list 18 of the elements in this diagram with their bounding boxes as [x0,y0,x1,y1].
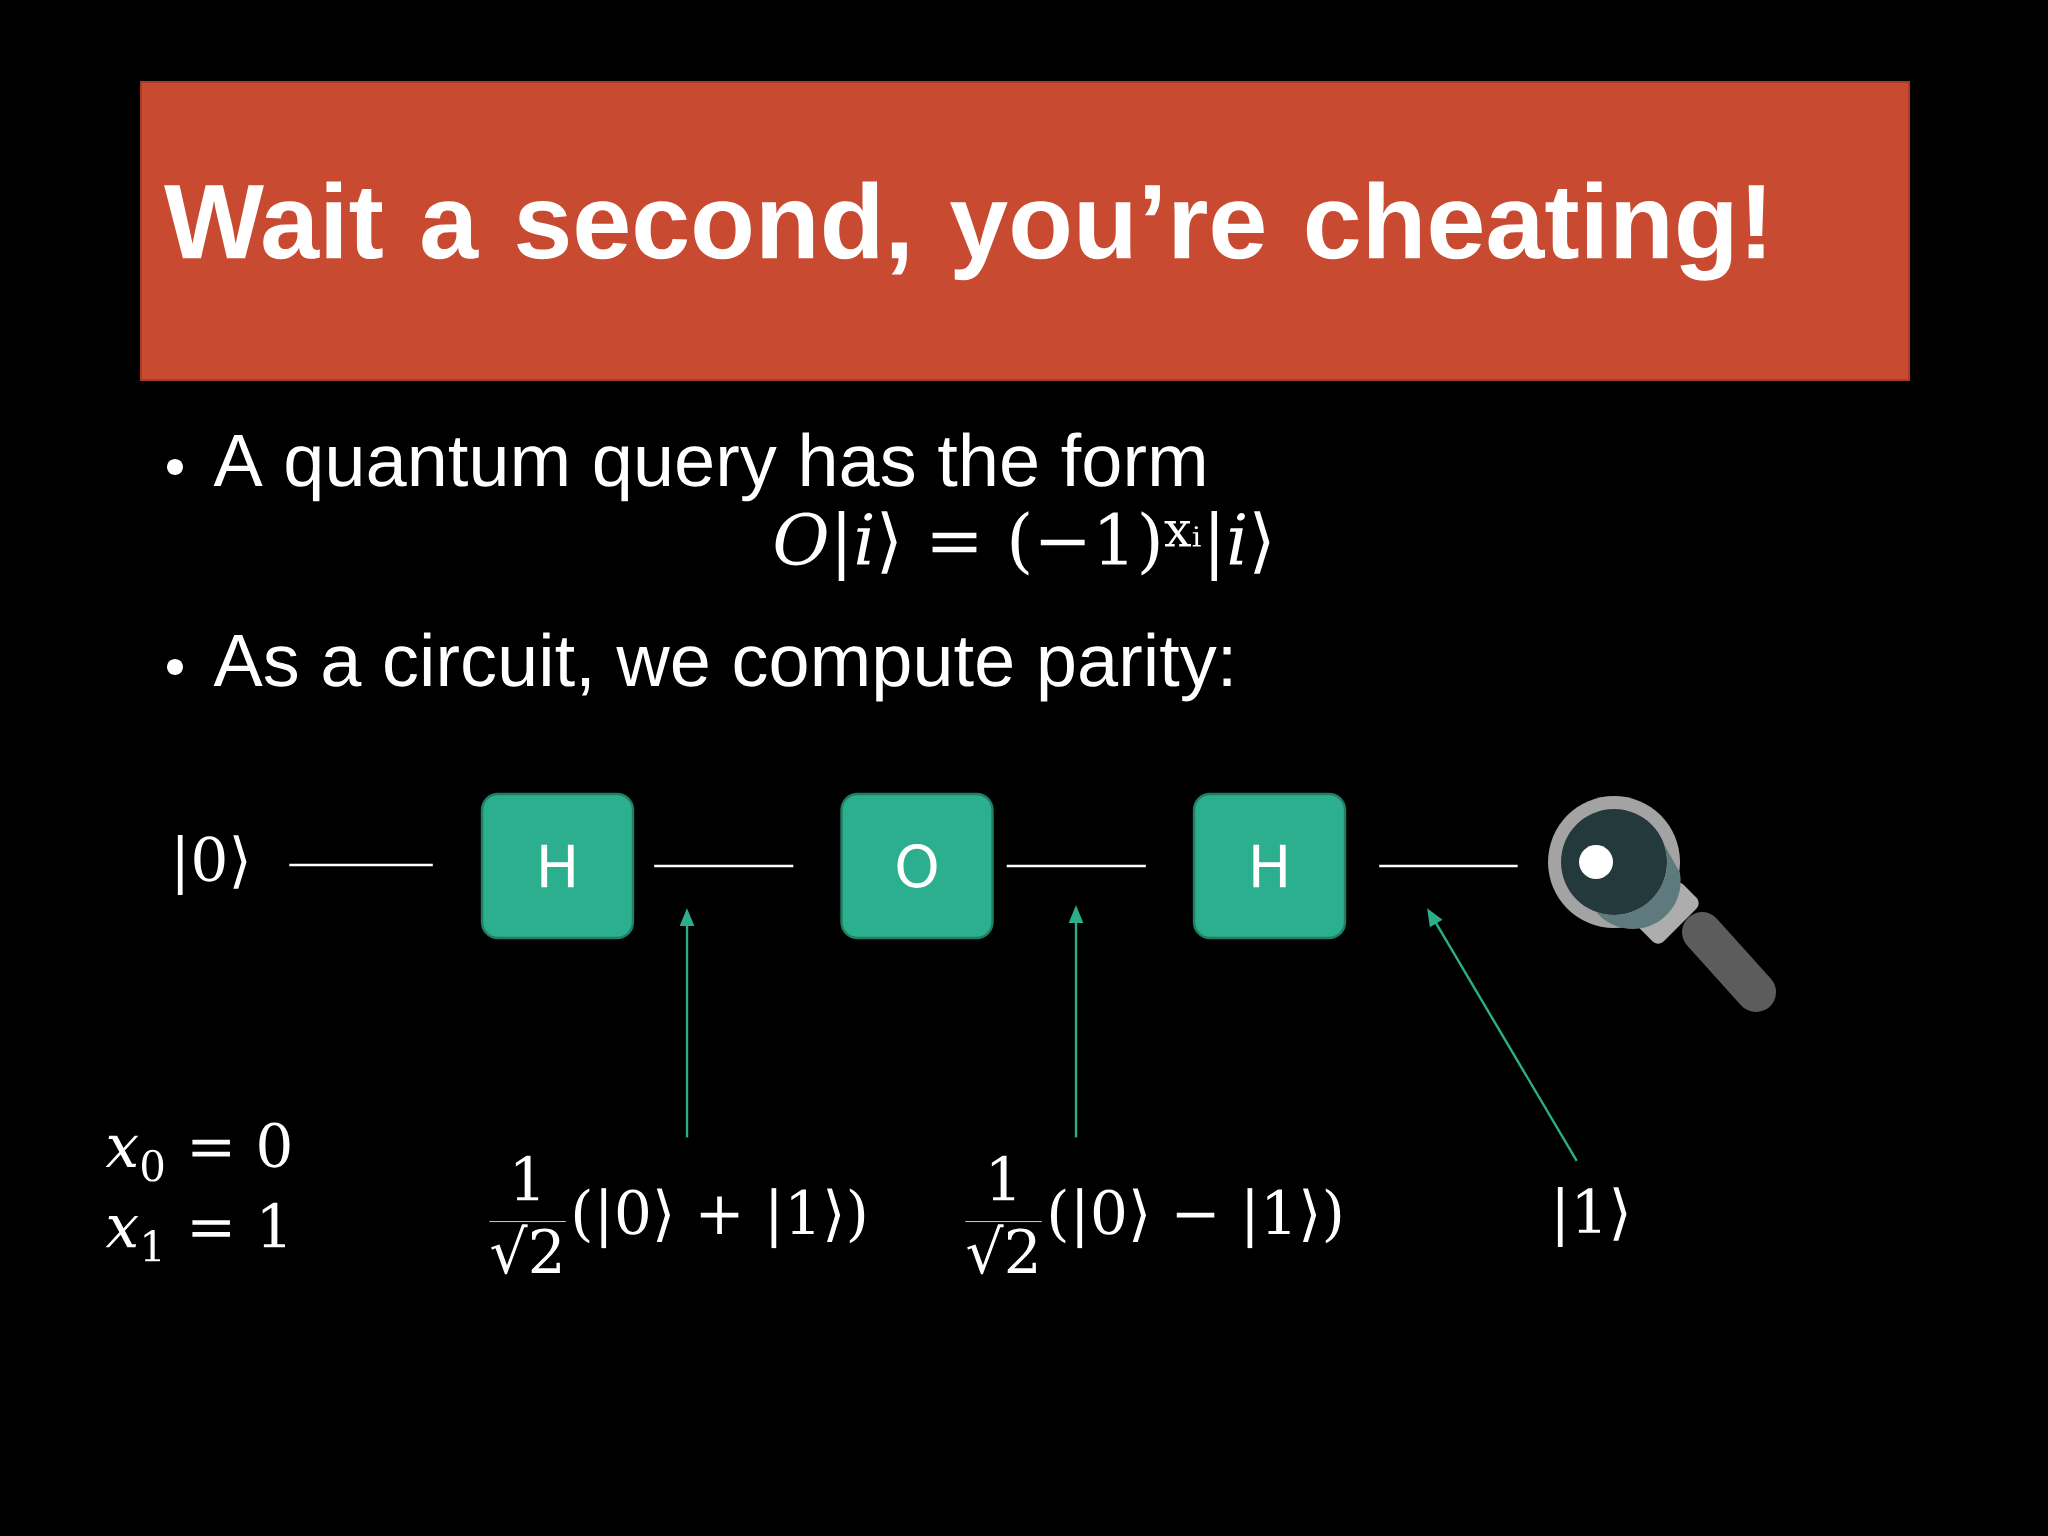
gate-box: O [840,792,994,940]
wire-line [289,863,433,867]
math-expression: 1 √2 (|0⟩ + |1⟩) [489,1155,865,1275]
gate-box: H [1192,792,1347,940]
bullet-text: As a circuit, we compute parity: [213,632,1231,702]
bullet-text: A quantum query has the form [213,432,1204,502]
math-label: x$_{1}$ = 1 [105,1202,285,1262]
gate-box: H [480,792,635,940]
wire-line [654,864,794,868]
equation: O|i⟩ = (−1)$^{xᵢ}$|i⟩ [775,511,1270,581]
math-label: x$_{0}$ = 0 [105,1122,290,1182]
magnifier-icon [1548,796,1777,1012]
wire-line [1006,864,1146,868]
title-banner: Wait a second, you’re cheating! [140,81,1911,381]
math-expression: 1 √2 (|0⟩ − |1⟩) [965,1155,1341,1275]
state-label: |1⟩ [1557,1187,1627,1247]
state-label: |0⟩ [177,835,247,895]
wire-line [1379,864,1518,868]
